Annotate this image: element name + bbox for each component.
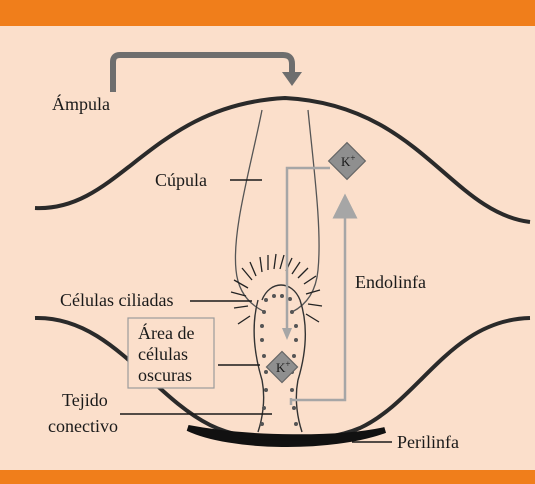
label-area-line3: oscuras (138, 365, 192, 385)
label-tejido-line1: Tejido (62, 390, 108, 410)
label-area-line2: células (138, 344, 188, 364)
label-tejido-line2: conectivo (48, 416, 118, 436)
label-endolinfa: Endolinfa (355, 272, 426, 292)
label-perilinfa: Perilinfa (397, 432, 459, 452)
bottom-orange-bar (0, 470, 535, 484)
top-orange-bar (0, 0, 535, 26)
label-ampula: Ámpula (52, 93, 110, 114)
label-celulas-ciliadas: Células ciliadas (60, 290, 173, 310)
label-cupula: Cúpula (155, 170, 207, 190)
label-area-line1: Área de (138, 322, 194, 343)
